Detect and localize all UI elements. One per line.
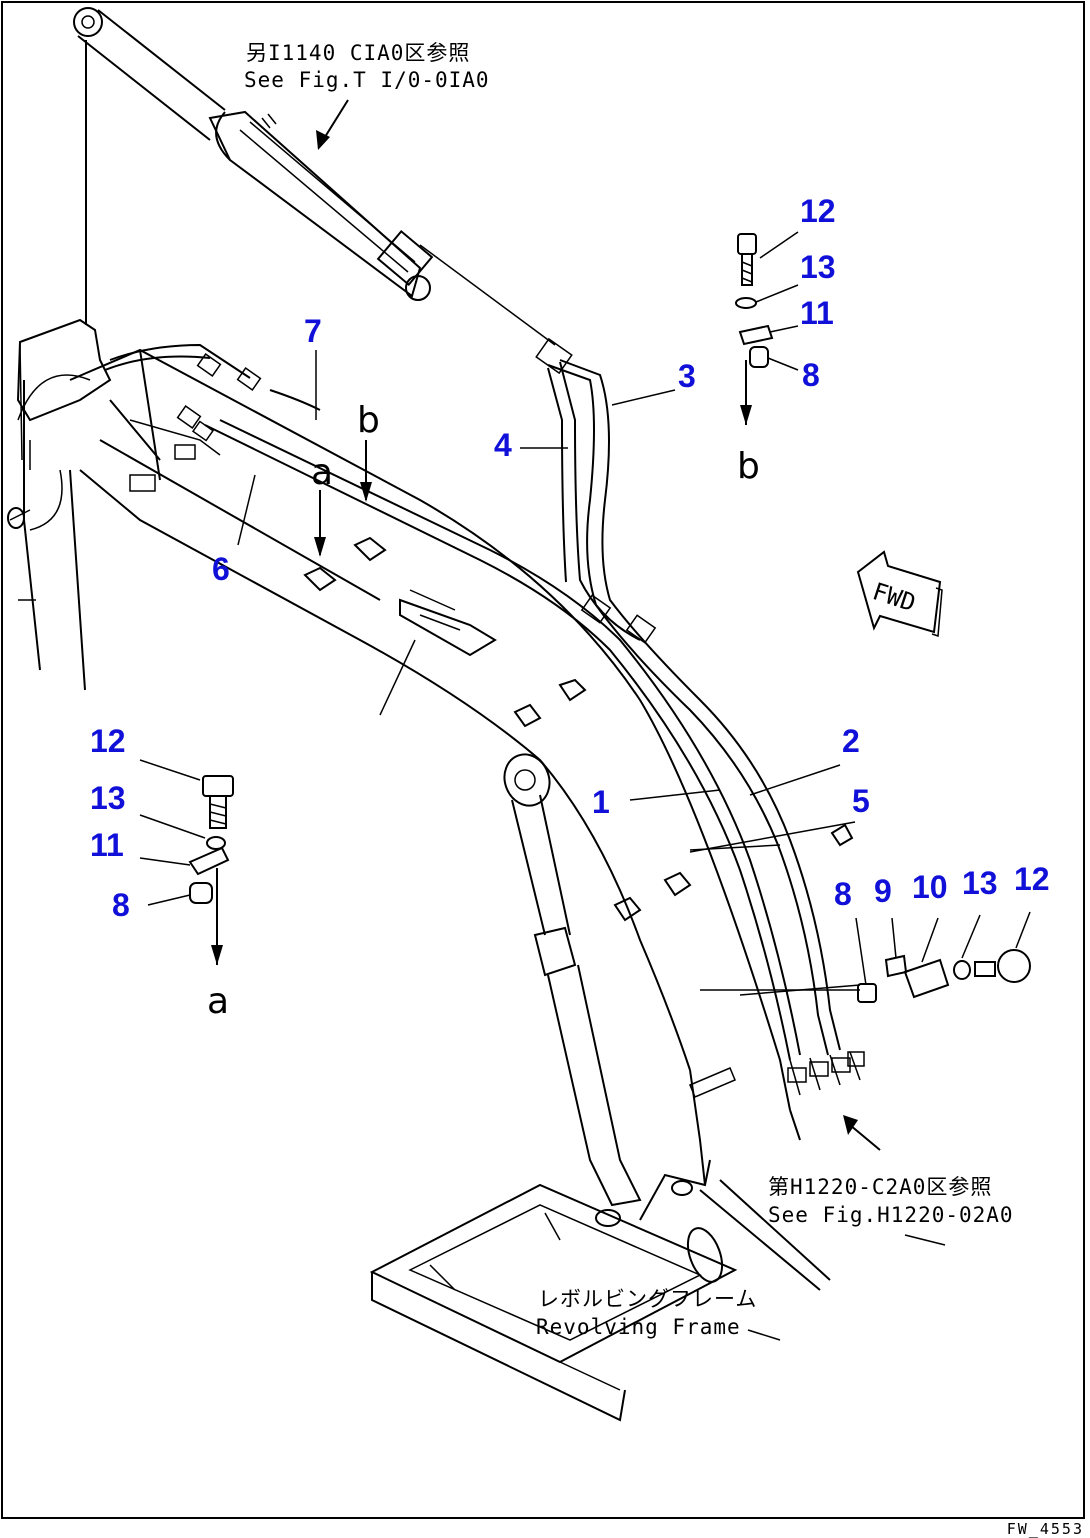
reference-arrows: [316, 99, 946, 1341]
ref-frame-jp: レボルビングフレーム: [538, 1287, 757, 1311]
drawing-code: FW_4553: [1006, 1520, 1084, 1538]
fwd-label: FWD: [869, 577, 919, 617]
marker-b-bottom: b: [737, 446, 760, 487]
callout-12-left: 12: [90, 723, 126, 759]
clamp-assembly-a: [188, 775, 234, 965]
ref-top-jp: 另I1140 CIA0区参照: [246, 41, 470, 65]
callout-3: 3: [678, 358, 696, 394]
ref-frame-en: Revolving Frame: [536, 1315, 741, 1339]
callout-12-top: 12: [800, 193, 836, 229]
boom-structure: [69, 348, 801, 1186]
callout-1: 1: [592, 784, 610, 820]
boom-foot-bracket: [7, 40, 112, 691]
callout-5: 5: [852, 783, 870, 819]
fwd-direction-arrow: FWD: [856, 550, 943, 638]
section-arrows: [314, 440, 372, 557]
callout-13-right: 13: [962, 865, 998, 901]
clamp-assembly-right: [830, 823, 1031, 1003]
callout-9: 9: [874, 873, 892, 909]
arm-cylinder: [503, 753, 711, 1227]
ref-right-en: See Fig.H1220-02A0: [768, 1203, 1014, 1227]
boom-cylinder: [73, 7, 434, 301]
callout-8-top: 8: [802, 357, 820, 393]
callout-11-top: 11: [800, 295, 834, 331]
callout-8-right: 8: [834, 876, 852, 912]
callout-7: 7: [304, 313, 322, 349]
callout-6: 6: [212, 551, 230, 587]
leader-lines: [139, 231, 1031, 996]
callout-13-top: 13: [800, 249, 836, 285]
callout-12-right: 12: [1014, 861, 1050, 897]
callout-2: 2: [842, 723, 860, 759]
marker-a-top: a: [311, 452, 333, 493]
clamp-assembly-b: [735, 233, 774, 425]
marker-b-top: b: [357, 400, 380, 441]
hose-lines: [17, 244, 865, 1098]
callout-10: 10: [912, 869, 948, 905]
callout-11-left: 11: [90, 827, 124, 863]
callout-8-left: 8: [112, 887, 130, 923]
ref-top-en: See Fig.T I/0-0IA0: [244, 68, 490, 92]
ref-right-jp: 第H1220-C2A0区参照: [768, 1175, 992, 1199]
marker-a-bottom: a: [207, 981, 229, 1022]
revolving-frame: [369, 1179, 831, 1422]
callout-4: 4: [494, 427, 512, 463]
callout-13-left: 13: [90, 780, 126, 816]
